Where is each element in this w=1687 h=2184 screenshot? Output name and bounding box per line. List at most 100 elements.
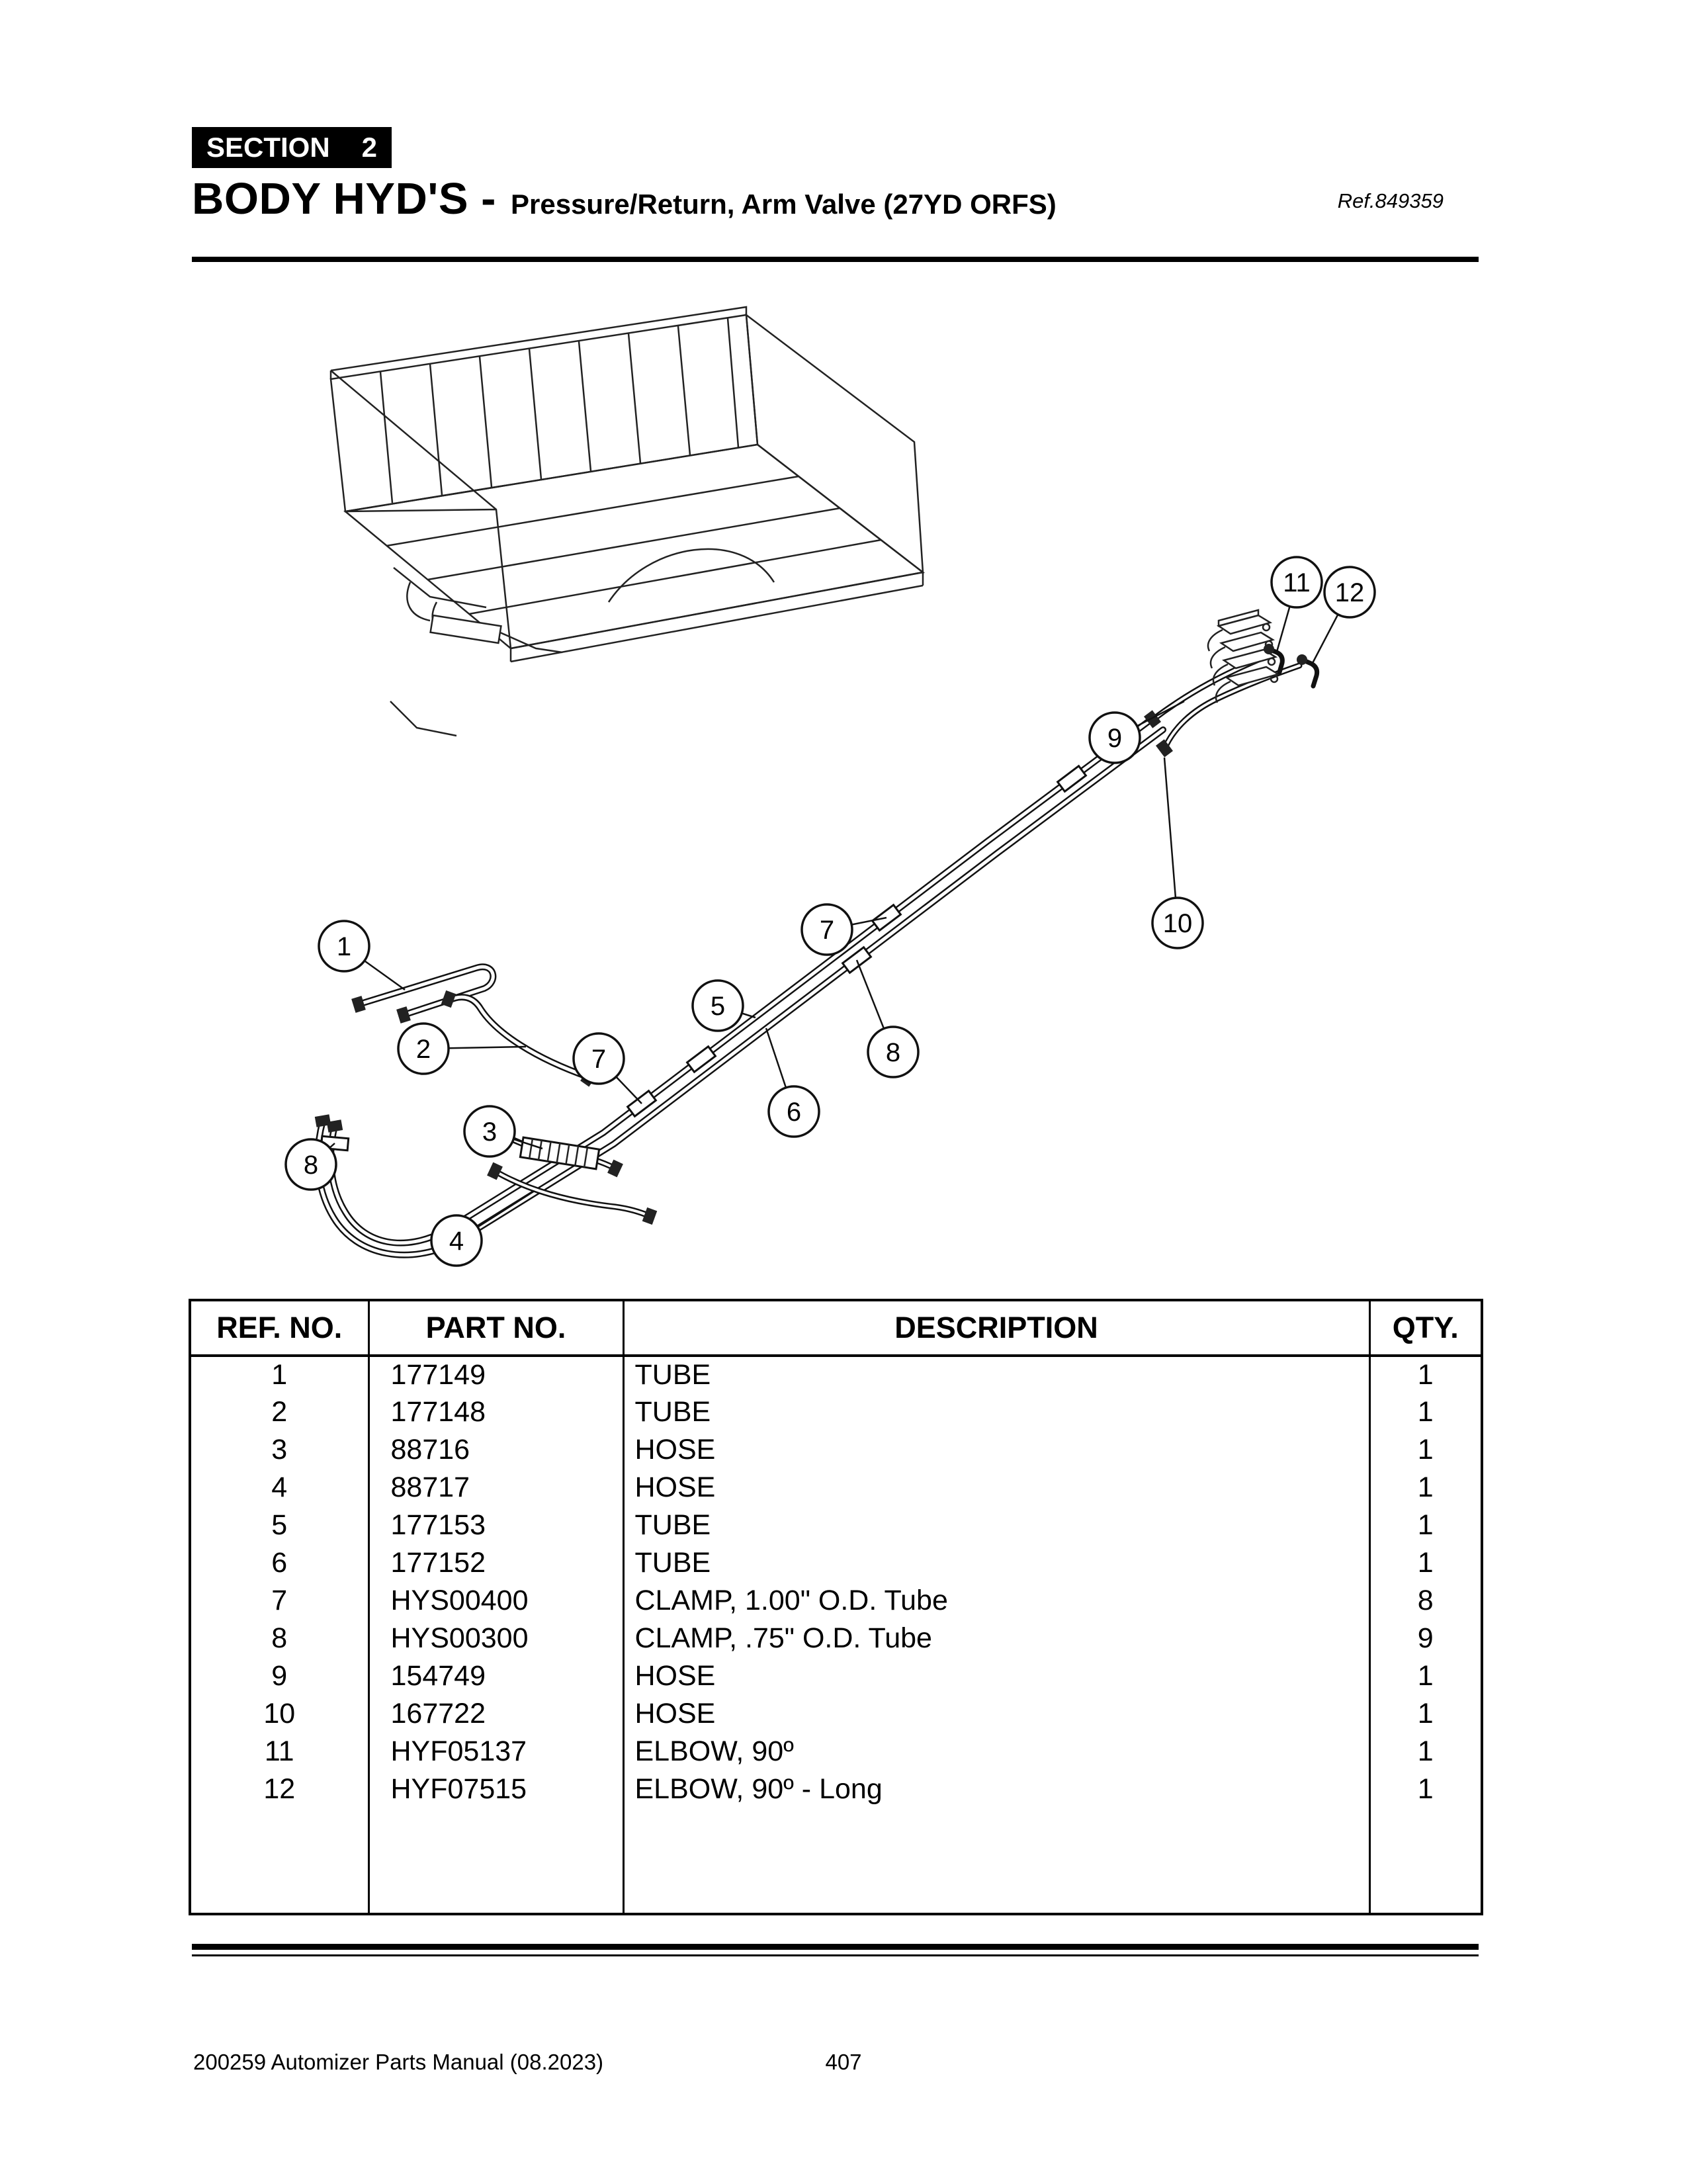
ref-no: 6 xyxy=(190,1544,370,1582)
callout-12: 12 xyxy=(1323,566,1376,619)
ref-no: 7 xyxy=(190,1582,370,1620)
qty: 9 xyxy=(1417,1622,1434,1654)
ref-no: 2 xyxy=(190,1393,370,1431)
ref-no: 11 xyxy=(190,1733,370,1770)
footer-rule-thick xyxy=(192,1944,1479,1950)
part-no: 154749 xyxy=(368,1657,625,1695)
footer-page-number: 407 xyxy=(825,2050,862,2074)
callout-5: 5 xyxy=(691,979,744,1032)
parts-table: REF. NO. PART NO. DESCRIPTION QTY. 1 1771… xyxy=(189,1299,1483,1915)
callout-7: 7 xyxy=(800,903,853,956)
ref-no: 12 xyxy=(190,1770,370,1808)
part-no: 177153 xyxy=(368,1507,625,1544)
reference-number: Ref.849359 xyxy=(1337,189,1444,212)
ref-no: 5 xyxy=(190,1507,370,1544)
callout-10: 10 xyxy=(1151,896,1204,949)
ref-no: 10 xyxy=(190,1695,370,1733)
svg-text:6: 6 xyxy=(787,1098,801,1127)
callout-1: 1 xyxy=(318,920,370,973)
hose-4 xyxy=(492,1168,653,1219)
tube-2 xyxy=(445,994,592,1080)
footer-rule-thin xyxy=(192,1954,1479,1956)
section-badge: SECTION 2 xyxy=(192,127,392,168)
qty: 1 xyxy=(1417,1660,1434,1692)
svg-text:7: 7 xyxy=(591,1045,606,1074)
part-no: 88717 xyxy=(368,1469,625,1507)
page-subtitle: Pressure/Return, Arm Valve (27YD ORFS) xyxy=(510,189,1057,220)
ref-no: 9 xyxy=(190,1657,370,1695)
callout-7: 7 xyxy=(572,1032,625,1085)
ref-no: 4 xyxy=(190,1469,370,1507)
description: TUBE xyxy=(623,1393,1371,1431)
part-no: HYS00400 xyxy=(368,1582,625,1620)
description: CLAMP, 1.00" O.D. Tube xyxy=(623,1582,1371,1620)
description: HOSE xyxy=(623,1431,1371,1469)
description: HOSE xyxy=(623,1469,1371,1507)
part-no: 167722 xyxy=(368,1695,625,1733)
part-no: 177148 xyxy=(368,1393,625,1431)
qty: 1 xyxy=(1417,1509,1434,1541)
description: CLAMP, .75" O.D. Tube xyxy=(623,1620,1371,1657)
svg-text:4: 4 xyxy=(449,1227,464,1256)
ref-no: 3 xyxy=(190,1431,370,1469)
arm-valve-bank xyxy=(1207,609,1281,703)
qty: 8 xyxy=(1417,1585,1434,1616)
description: TUBE xyxy=(623,1507,1371,1544)
elbow-90 xyxy=(1265,646,1320,689)
description: ELBOW, 90º xyxy=(623,1733,1371,1770)
svg-text:3: 3 xyxy=(482,1117,497,1147)
elbow-nut-12 xyxy=(1297,654,1307,665)
tube-clamps xyxy=(320,764,1088,1152)
header-rule xyxy=(192,257,1479,262)
col-header-ref: REF. NO. xyxy=(190,1300,370,1357)
page-title: BODY HYD'S - xyxy=(192,174,496,224)
svg-text:9: 9 xyxy=(1107,724,1122,753)
callout-3: 3 xyxy=(463,1105,516,1158)
hose-fittings xyxy=(314,710,1174,1225)
qty: 1 xyxy=(1417,1359,1434,1391)
qty: 1 xyxy=(1417,1434,1434,1465)
section-number: 2 xyxy=(361,132,377,163)
callout-2: 2 xyxy=(397,1022,450,1075)
callout-11: 11 xyxy=(1270,556,1323,609)
parts-table-header: REF. NO. PART NO. DESCRIPTION QTY. xyxy=(190,1300,1482,1357)
ref-no: 8 xyxy=(190,1620,370,1657)
qty: 1 xyxy=(1417,1547,1434,1579)
description: TUBE xyxy=(623,1356,1371,1393)
svg-text:5: 5 xyxy=(711,992,725,1021)
tube-1 xyxy=(355,963,497,1018)
footer-manual-title: 200259 Automizer Parts Manual (08.2023) xyxy=(193,2050,604,2074)
elbow-nut-11 xyxy=(1264,644,1274,654)
hose-3 xyxy=(501,1132,619,1172)
callout-9: 9 xyxy=(1088,711,1141,764)
col-header-desc: DESCRIPTION xyxy=(623,1300,1371,1357)
part-no: 177152 xyxy=(368,1544,625,1582)
callout-4: 4 xyxy=(430,1214,483,1267)
callout-8: 8 xyxy=(867,1026,920,1078)
description: TUBE xyxy=(623,1544,1371,1582)
tube-run xyxy=(314,715,1166,1258)
callout-8: 8 xyxy=(284,1138,337,1191)
part-no: HYF07515 xyxy=(368,1770,625,1808)
svg-text:1: 1 xyxy=(337,932,351,961)
svg-text:8: 8 xyxy=(886,1038,900,1067)
part-no: HYS00300 xyxy=(368,1620,625,1657)
description: ELBOW, 90º - Long xyxy=(623,1770,1371,1808)
svg-text:11: 11 xyxy=(1283,568,1311,597)
callout-6: 6 xyxy=(767,1085,820,1138)
